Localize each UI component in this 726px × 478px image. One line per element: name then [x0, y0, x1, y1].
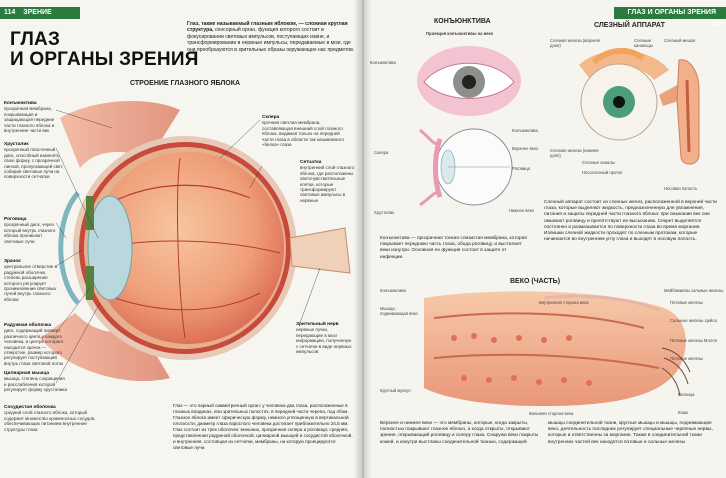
conj-label-6: Роговица: [512, 166, 530, 171]
title-line-1: ГЛАЗ: [10, 29, 61, 50]
right-page-number: 115: [710, 21, 722, 28]
eyelid-text-left: Верхнее и нижнее веки — это мембраны, ко…: [380, 421, 539, 445]
eyeball-cross-section: [40, 100, 351, 384]
eyelid-title: ВЕКО (ЧАСТЬ): [510, 278, 561, 285]
label-lens: Хрусталик прозрачный пластичный диск, сп…: [4, 142, 64, 180]
conj-label-5: Верхнее веко: [512, 146, 539, 151]
label-pupil: Зрачок центральное отверстие в радужной …: [4, 259, 58, 302]
eyelid-right-label-3: Сальные железы Цейса: [670, 318, 717, 323]
eyelid-left-label-1: Конъюнктива: [380, 288, 406, 293]
eyelid-right-label-5: Потовые железы: [670, 356, 703, 361]
eyelid-left-label-3: Круглый мускул: [380, 388, 411, 393]
lac-label-6: Носовая полость: [664, 186, 698, 191]
lac-label-4: Слезный мешок: [664, 38, 696, 43]
conjunctiva-side-view: [419, 128, 513, 207]
conj-label-2: Склера: [374, 150, 389, 155]
label-iris: Радужная оболочка диск, содержащий пигме…: [4, 323, 64, 366]
lac-label-2: Слезная железа (нижняя доля): [550, 148, 599, 158]
label-choroid: Сосудистая оболочка средний слой глазног…: [4, 405, 96, 432]
eyelid-left-label-2: Мышца, поднимающая веко: [380, 306, 418, 316]
label-conjunctiva: Конъюнктива прозрачная мембрана, покрыва…: [4, 101, 55, 134]
intro-rest: сенсорный орган, функция которого состои…: [187, 27, 355, 53]
page-title: ГЛАЗ И ОРГАНЫ ЗРЕНИЯ: [10, 30, 199, 70]
left-section-tag: 114 ЗРЕНИЕ: [0, 7, 80, 19]
left-bottom-text: Глаз — это парный симметричный орган: у …: [173, 403, 353, 450]
left-page: 114 ЗРЕНИЕ ГЛАЗ И ОРГАНЫ ЗРЕНИЯ Глаз, та…: [0, 0, 362, 478]
diagram-title: СТРОЕНИЕ ГЛАЗНОГО ЯБЛОКА: [130, 80, 241, 87]
left-section-label: ЗРЕНИЕ: [23, 9, 52, 16]
eyelid-right-label-4: Потовые железы Молля: [670, 338, 717, 343]
eyelid-bottom-label: Внешняя сторона века: [529, 411, 574, 416]
lac-label-3: Слезные каналы: [582, 160, 615, 165]
right-page: ГЛАЗ И ОРГАНЫ ЗРЕНИЯ 115 КОНЪЮНКТИВА Про…: [364, 0, 726, 478]
title-line-2: И ОРГАНЫ ЗРЕНИЯ: [10, 49, 199, 70]
conj-label-7: Нижнее веко: [509, 208, 535, 213]
conj-label-4: Конъюнктива: [512, 128, 538, 133]
eyelid-right-label-7: Кожа: [678, 410, 688, 415]
lacrimal-text: Слезный аппарат состоит из слезных желез…: [544, 200, 717, 243]
conjunctiva-subtitle: Проекция конъюнктивы на веко: [426, 31, 494, 36]
label-cornea: Роговица прозрачный диск, через который …: [4, 217, 56, 244]
conj-label-3: Хрусталик: [374, 210, 395, 215]
conjunctiva-title: КОНЪЮНКТИВА: [434, 18, 491, 25]
eyelid-right-label-2: Потовые железы: [670, 300, 703, 305]
book-gutter: [354, 0, 372, 478]
conjunctiva-eye-front: [417, 46, 521, 116]
intro-lead: Глаз, также называемый глазным яблоком, …: [187, 21, 348, 34]
lac-label-5: Носослезный проток: [582, 170, 623, 175]
label-sclera: Склера прочная светлая мембрана, составл…: [262, 115, 345, 148]
label-ciliary-muscle: Цилиарная мышца мышца, степень сокращени…: [4, 371, 67, 393]
label-optic-nerve: Зрительный нерв нервные пучки, передающи…: [296, 322, 352, 355]
label-retina: Сетчатка внутренний слой глазного яблока…: [300, 160, 355, 203]
lacrimal-apparatus: [579, 48, 700, 165]
eyelid-text-right: мышцы соединительной ткани, круглые мышц…: [548, 421, 713, 445]
right-section-tag: ГЛАЗ И ОРГАНЫ ЗРЕНИЯ 115: [614, 7, 726, 28]
left-page-number: 114: [4, 9, 16, 16]
eyelid-right-label-1: Мейбомиевы сальные железы: [664, 288, 724, 293]
eyelid-right-label-6: Ресница: [678, 392, 695, 397]
eyelid-cross-section: [424, 291, 691, 406]
lac-label-7: Слезные канальцы: [634, 38, 653, 48]
conjunctiva-text: Конъюнктива — прозрачная тонкая слизиста…: [380, 236, 527, 260]
intro-text: Глаз, также называемый глазным яблоком, …: [187, 21, 355, 53]
lacrimal-title: СЛЕЗНЫЙ АППАРАТ: [594, 22, 665, 29]
conj-label-1: Конъюнктива: [370, 60, 396, 65]
lac-label-1: Слезная железа (верхняя доля): [550, 38, 600, 48]
eyelid-top-label: Внутренняя сторона века: [539, 300, 589, 305]
right-section-label: ГЛАЗ И ОРГАНЫ ЗРЕНИЯ: [627, 9, 716, 16]
